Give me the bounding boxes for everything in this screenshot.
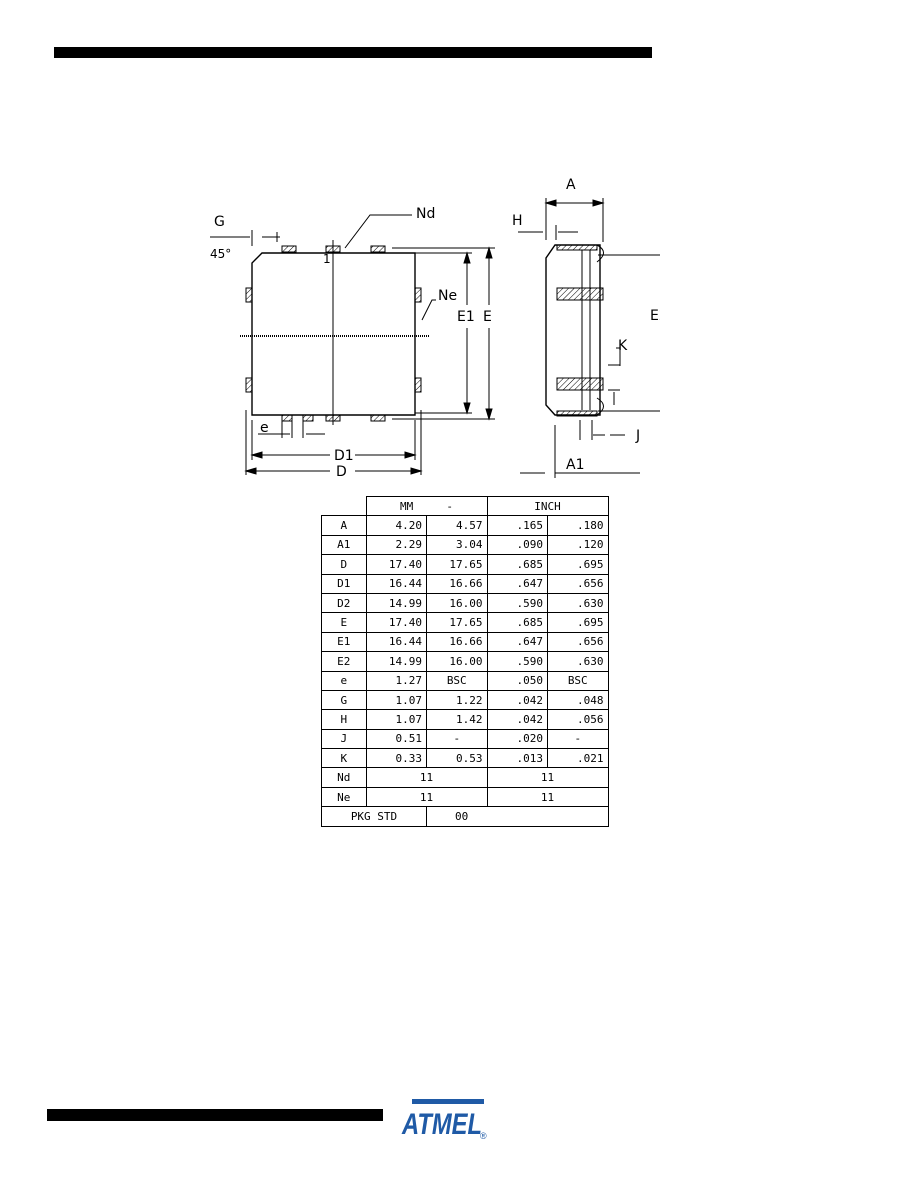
label-e-pitch: e — [260, 420, 269, 436]
label-e: E — [483, 309, 492, 325]
pkg-std-label: PKG STD — [321, 806, 427, 827]
registered-mark: ® — [480, 1131, 487, 1141]
table-row: K 0.33 0.53 .013 .021 — [321, 748, 609, 769]
table-row: D2 14.99 16.00 .590 .630 — [321, 592, 609, 614]
table-row: Nd 11 11 — [321, 767, 609, 788]
label-a: A — [566, 177, 576, 193]
label-a1: A1 — [566, 457, 584, 473]
logo-text: ATMEL — [401, 1108, 482, 1141]
table-header-row: MM - INCH — [321, 495, 609, 517]
side-body — [545, 244, 601, 416]
table-row: Ne 11 11 — [321, 786, 609, 808]
table-row: D1 16.44 16.66 .647 .656 — [321, 573, 609, 594]
package-outline-drawing: G 45° Nd 1 Ne E1 E e D1 D A H E2/D2 K J … — [210, 177, 660, 480]
pkg-std-value: 00 — [426, 806, 609, 827]
header-inch: INCH — [486, 495, 609, 517]
label-pin1: 1 — [323, 252, 331, 266]
label-k: K — [618, 338, 628, 354]
table-row: E 17.40 17.65 .685 .695 — [321, 612, 609, 633]
table-row: G 1.07 1.22 .042 .048 — [321, 689, 609, 711]
header-mm: MM - — [365, 495, 488, 517]
header-rule — [54, 47, 652, 58]
dimension-table: MM - INCH A 4.20 4.57 .165 .180 A1 2.29 … — [321, 495, 609, 827]
table-row: E1 16.44 16.66 .647 .656 — [321, 631, 609, 653]
label-j: J — [635, 428, 640, 444]
label-d: D — [336, 464, 347, 480]
table-row: D 17.40 17.65 .685 .695 — [321, 554, 609, 575]
label-e2d2: E2/D2 — [650, 308, 660, 324]
label-angle: 45° — [210, 247, 231, 261]
table-row: A 4.20 4.57 .165 .180 — [321, 515, 609, 536]
footer-rule — [47, 1109, 383, 1121]
pkg-std-row: PKG STD 00 — [321, 806, 609, 827]
table-row: E2 14.99 16.00 .590 .630 — [321, 651, 609, 672]
table-row: A1 2.29 3.04 .090 .120 — [321, 534, 609, 556]
table-row: H 1.07 1.42 .042 .056 — [321, 709, 609, 730]
table-row: e 1.27 BSC .050 BSC — [321, 670, 609, 691]
label-e1: E1 — [457, 309, 475, 325]
table-row: J 0.51 - .020 - — [321, 728, 609, 750]
atmel-logo: ATMEL ® — [401, 1099, 487, 1141]
label-ne: Ne — [438, 288, 457, 304]
label-nd: Nd — [416, 206, 435, 222]
label-h: H — [512, 213, 523, 229]
label-g: G — [214, 214, 225, 230]
label-d1: D1 — [334, 448, 354, 464]
